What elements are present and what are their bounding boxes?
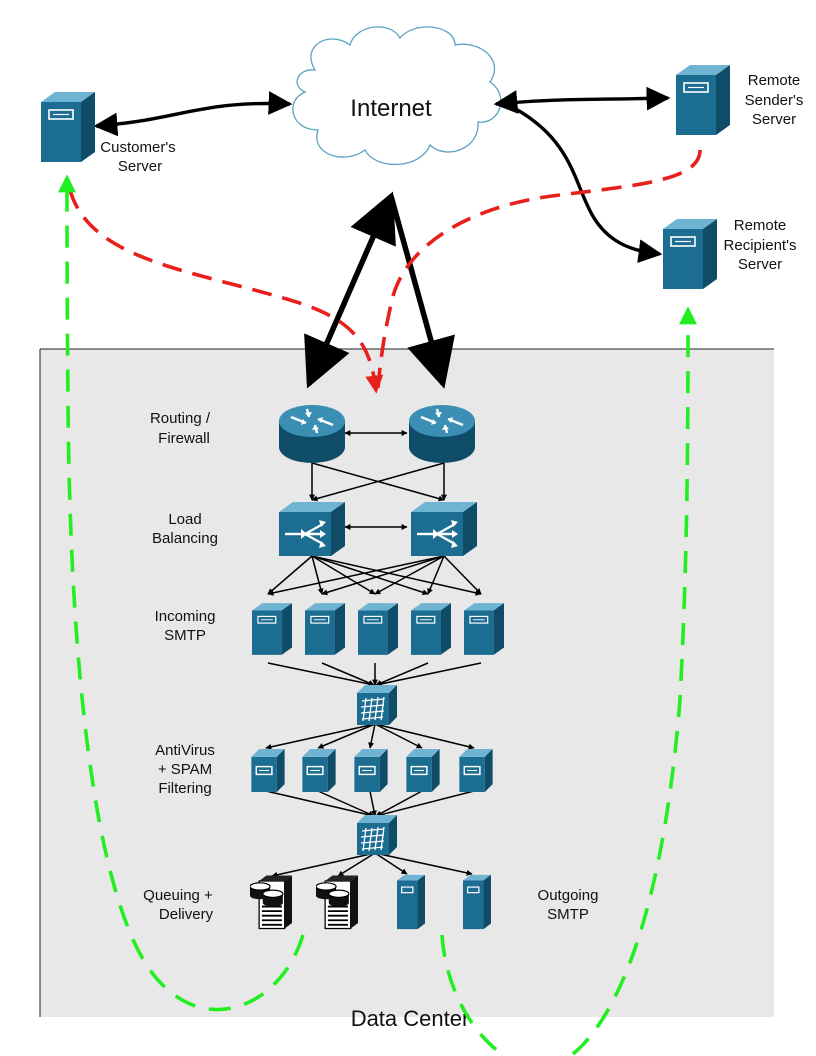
sender-label-3: Server (752, 111, 796, 128)
server-tower-icon (41, 90, 95, 164)
routing-label-2: Firewall (158, 430, 210, 447)
tier-labels: Routing / Firewall Load Balancing Incomi… (143, 410, 598, 923)
queuing-label-1: Queuing + (143, 887, 213, 904)
router-icon (409, 403, 475, 465)
green-dashed-flows (58, 174, 697, 1056)
server-box-icon (354, 749, 388, 792)
datacenter-label: Data Center (351, 1006, 470, 1031)
queuing-label-2: Delivery (159, 906, 214, 923)
router-icon (279, 403, 345, 465)
antivirus-label-2: + SPAM (158, 761, 212, 778)
internet-cloud: Internet (292, 26, 502, 166)
internal-links (265, 430, 482, 878)
server-tower-icon (397, 874, 425, 930)
server-tower-icon (358, 602, 398, 656)
customer-label-1: Customer's (100, 139, 175, 156)
red-dashed-flows (68, 149, 702, 394)
server-box-icon (302, 749, 336, 792)
remote-sender-server: Remote Sender's Server (676, 63, 804, 137)
switch-icon (357, 685, 397, 725)
incoming-label-2: SMTP (164, 627, 206, 644)
routing-label-1: Routing / (150, 410, 211, 427)
sender-label-1: Remote (748, 72, 801, 89)
server-tower-icon (411, 602, 451, 656)
customer-label-2: Server (118, 158, 162, 175)
server-box-icon (459, 749, 493, 792)
outgoing-label-1: Outgoing (538, 887, 599, 904)
load-balancer-icon (279, 502, 345, 556)
server-tower-icon (252, 602, 292, 656)
load-label-1: Load (168, 511, 201, 528)
server-tower-icon (305, 602, 345, 656)
server-tower-icon (463, 874, 491, 930)
server-tower-icon (676, 63, 730, 137)
outgoing-label-2: SMTP (547, 906, 589, 923)
recipient-label-3: Server (738, 256, 782, 273)
server-box-icon (406, 749, 440, 792)
antivirus-label-3: Filtering (158, 780, 211, 797)
remote-recipient-server: Remote Recipient's Server (663, 217, 797, 291)
server-tower-icon (663, 217, 717, 291)
recipient-label-1: Remote (734, 217, 787, 234)
antivirus-label-1: AntiVirus (155, 742, 215, 759)
incoming-smtp-tier (252, 602, 504, 656)
server-tower-icon (464, 602, 504, 656)
internet-label: Internet (350, 95, 432, 122)
external-links (93, 86, 671, 389)
recipient-label-2: Recipient's (724, 237, 797, 254)
incoming-label-1: Incoming (155, 608, 216, 625)
load-balancer-icon (411, 502, 477, 556)
sender-label-2: Sender's (745, 92, 804, 109)
load-label-2: Balancing (152, 530, 218, 547)
server-box-icon (251, 749, 285, 792)
customer-server: Customer's Server (41, 90, 176, 175)
switch-icon (357, 815, 397, 855)
